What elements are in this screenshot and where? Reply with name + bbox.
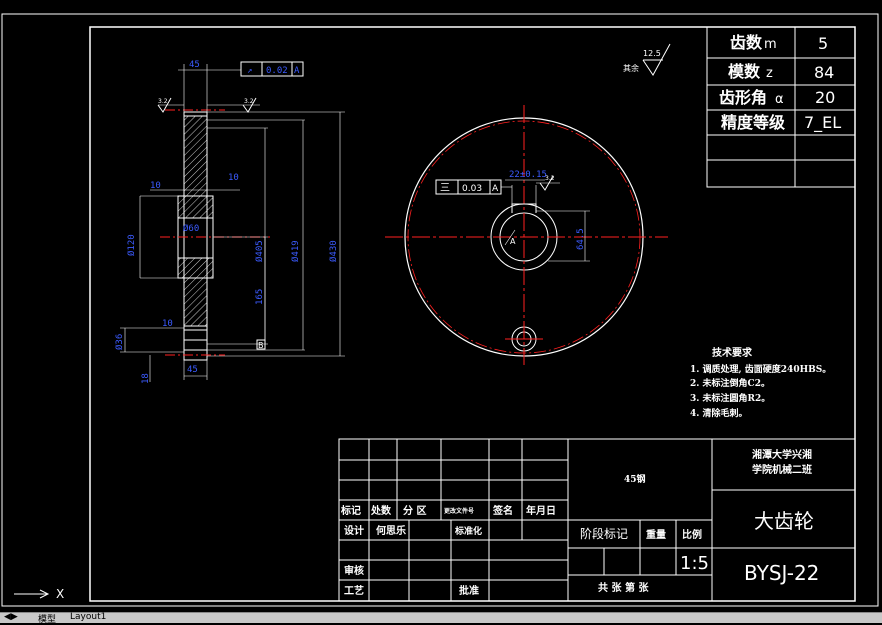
center-label: A (510, 237, 516, 246)
tb-header-2: 分 区 (403, 504, 426, 517)
tech-requirements: 技术要求 1. 调质处理, 齿面硬度240HBS。 2. 未标注倒角C2。 3.… (690, 346, 831, 419)
tb-school-line2: 学院机械二班 (752, 463, 812, 476)
tab-layout1[interactable]: Layout1 (70, 612, 107, 622)
ucs-icon: X (14, 587, 64, 601)
svg-text:X: X (56, 587, 64, 601)
param-name-0: 齿数 (730, 33, 763, 52)
param-value-0: 5 (818, 34, 828, 53)
front-roughness: 3.2 (545, 175, 555, 182)
tb-scale: 1:5 (680, 553, 709, 574)
dim-hole-pos: 165 (255, 289, 265, 305)
tech-req-title: 技术要求 (712, 346, 753, 359)
param-sym-0: m (764, 37, 777, 52)
tb-part-name: 大齿轮 (754, 509, 814, 533)
dim-tip: Ø430 (328, 240, 339, 262)
tb-header-4: 签名 (492, 504, 513, 517)
dim-bore: Ø60 (183, 223, 199, 234)
param-name-3: 精度等级 (721, 113, 786, 132)
dim-hub-right: 10 (228, 173, 239, 183)
dim-bottom-width: 45 (187, 365, 198, 375)
dim-root: Ø405 (254, 240, 265, 262)
roughness-rest-value: 12.5 (643, 49, 661, 58)
tb-weight-label: 重量 (646, 528, 666, 541)
param-value-3: 7_EL (804, 113, 841, 133)
tech-req-item-1: 2. 未标注倒角C2。 (690, 377, 770, 389)
tb-header-3: 更改文件号 (444, 507, 474, 515)
outer-frame (1, 13, 879, 607)
tab-model[interactable]: 模型 (38, 615, 57, 625)
tb-school-line1: 湘潭大学兴湘 (752, 448, 812, 461)
roughness-top: 3.2 (244, 98, 254, 105)
tb-material: 45钢 (624, 473, 646, 485)
tab-nav-arrows[interactable]: ◀▶ (4, 612, 18, 622)
param-table: 齿数 m 5 模数 z 84 齿形角 α 20 精度等级 7_EL (706, 26, 856, 188)
tb-drawing-no: BYSJ-22 (744, 561, 819, 585)
tb-scale-label: 比例 (682, 528, 702, 541)
tech-req-item-0: 1. 调质处理, 齿面硬度240HBS。 (690, 363, 831, 375)
param-name-1: 模数 (728, 62, 761, 81)
tb-header-0: 标记 (340, 504, 361, 517)
datum-b: B (258, 341, 264, 350)
layout-tab-bar: ◀▶ 模型 Layout1 (0, 612, 882, 625)
dim-keyway-depth: 64.5 (576, 228, 586, 250)
tb-review-label: 审核 (344, 564, 364, 577)
dim-rim-small: 10 (162, 319, 173, 329)
roughness-rest-symbol: 12.5 其余 (623, 43, 671, 76)
dim-hub-diam: Ø120 (126, 234, 137, 256)
side-section-view (120, 61, 345, 382)
tech-req-item-2: 3. 未标注圆角R2。 (690, 392, 770, 404)
drawing-canvas[interactable]: 齿数 m 5 模数 z 84 齿形角 α 20 精度等级 7_EL 12.5 其… (0, 0, 882, 612)
tb-approve-label: 批准 (459, 584, 479, 597)
dim-rim-gap: 18 (141, 373, 151, 384)
param-value-2: 20 (815, 88, 835, 107)
tb-process-label: 工艺 (344, 584, 364, 597)
tb-sheets: 共 张 第 张 (598, 581, 649, 594)
tb-header-5: 年月日 (526, 504, 556, 517)
tb-design-label: 设计 (344, 524, 364, 537)
dim-hub-left: 10 (150, 181, 161, 191)
runout-symbol: ↗ (247, 66, 252, 76)
param-sym-1: z (766, 66, 773, 81)
flatness-symbol: 三 (440, 183, 450, 194)
roughness-rest-label: 其余 (623, 63, 639, 73)
param-sym-2: α (775, 92, 784, 107)
dim-rim-hole: Ø36 (114, 334, 125, 350)
dim-keyway: 22±0.15 (509, 170, 547, 180)
tb-designer: 何思乐 (376, 524, 406, 537)
flatness-value: 0.03 (462, 184, 482, 194)
dim-top-width: 45 (189, 60, 200, 70)
tb-standard-label: 标准化 (454, 525, 482, 537)
roughness-left: 3.2 (158, 98, 168, 105)
tech-req-item-3: 4. 清除毛刺。 (690, 407, 748, 419)
tb-stage-label: 阶段标记 (580, 526, 628, 541)
param-value-1: 84 (814, 63, 834, 82)
flatness-datum: A (492, 184, 499, 194)
runout-datum: A (294, 66, 300, 76)
tb-header-1: 处数 (370, 504, 392, 517)
title-block (338, 438, 856, 602)
param-name-2: 齿形角 (719, 88, 767, 107)
runout-value: 0.02 (266, 66, 288, 76)
dim-pitch: Ø419 (290, 240, 301, 262)
front-view (385, 105, 668, 365)
